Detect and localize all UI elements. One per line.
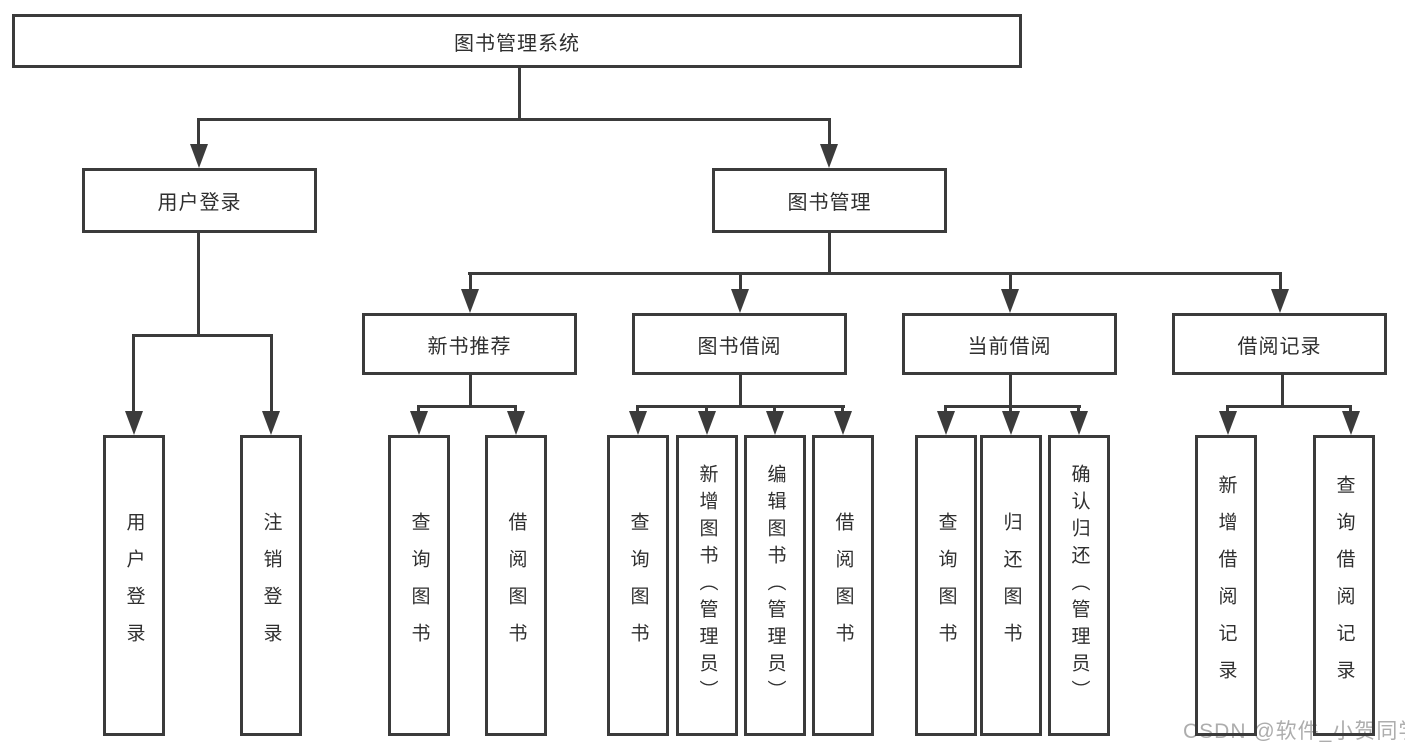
leaf-label: 编辑图书（管理员） (764, 464, 786, 707)
node-book-management: 图书管理 (712, 168, 947, 233)
leaf-query-books-1: 查询图书 (388, 435, 450, 736)
connector-line (828, 118, 831, 146)
node-library-system: 图书管理系统 (12, 14, 1022, 68)
leaf-label: 确认归还（管理员） (1068, 464, 1090, 707)
node-borrow-records: 借阅记录 (1172, 313, 1387, 375)
connector-line (1281, 375, 1284, 407)
connector-line (1009, 272, 1012, 291)
connector-line (1226, 405, 1229, 415)
connector-line (468, 272, 1282, 275)
leaf-label: 借阅图书 (505, 511, 527, 660)
node-user-login: 用户登录 (82, 168, 317, 233)
arrow-down-icon (1002, 411, 1020, 435)
node-label: 图书管理 (787, 192, 872, 214)
connector-line (739, 375, 742, 407)
leaf-label: 查询图书 (627, 511, 649, 660)
leaf-add-borrow-record: 新增借阅记录 (1195, 435, 1257, 736)
node-new-book-recommend: 新书推荐 (362, 313, 577, 375)
leaf-edit-book-admin: 编辑图书（管理员） (744, 435, 806, 736)
leaf-label: 新增图书（管理员） (696, 464, 718, 707)
leaf-label: 注销登录 (260, 511, 282, 660)
connector-line (132, 334, 135, 413)
arrow-down-icon (731, 289, 749, 313)
connector-line (1279, 272, 1282, 291)
leaf-add-book-admin: 新增图书（管理员） (676, 435, 738, 736)
connector-line (469, 272, 472, 291)
connector-line (1349, 405, 1352, 415)
connector-line (773, 405, 776, 415)
connector-line (1009, 405, 1012, 415)
arrow-down-icon (461, 289, 479, 313)
leaf-label: 查询借阅记录 (1333, 474, 1355, 697)
arrow-down-icon (507, 411, 525, 435)
connector-line (636, 405, 639, 415)
connector-line (469, 375, 472, 407)
leaf-label: 查询图书 (408, 511, 430, 660)
node-label: 新书推荐 (427, 335, 512, 358)
node-book-borrow: 图书借阅 (632, 313, 847, 375)
connector-line (270, 334, 273, 413)
connector-line (417, 405, 517, 408)
leaf-label: 借阅图书 (832, 511, 854, 660)
node-label: 借阅记录 (1237, 335, 1322, 358)
leaf-confirm-return-admin: 确认归还（管理员） (1048, 435, 1110, 736)
connector-line (197, 233, 200, 336)
arrow-down-icon (1219, 411, 1237, 435)
connector-line (705, 405, 708, 415)
connector-line (197, 118, 831, 121)
connector-line (1009, 375, 1012, 407)
arrow-down-icon (1271, 289, 1289, 313)
connector-line (518, 68, 521, 120)
csdn-watermark: CSDN @软件_小贺同学 (1183, 720, 1405, 743)
connector-line (739, 272, 742, 291)
arrow-down-icon (262, 411, 280, 435)
leaf-borrow-books-1: 借阅图书 (485, 435, 547, 736)
leaf-query-borrow-record: 查询借阅记录 (1313, 435, 1375, 736)
leaf-query-books-3: 查询图书 (915, 435, 977, 736)
connector-line (514, 405, 517, 415)
connector-line (944, 405, 1081, 408)
arrow-down-icon (190, 144, 208, 168)
connector-line (1077, 405, 1080, 415)
connector-line (1226, 405, 1352, 408)
leaf-label: 归还图书 (1000, 511, 1022, 660)
leaf-label: 新增借阅记录 (1215, 474, 1237, 697)
connector-line (828, 233, 831, 274)
leaf-query-books-2: 查询图书 (607, 435, 669, 736)
node-label: 图书借阅 (697, 335, 782, 358)
arrow-down-icon (937, 411, 955, 435)
arrow-down-icon (1001, 289, 1019, 313)
connector-line (197, 118, 200, 146)
arrow-down-icon (820, 144, 838, 168)
connector-line (944, 405, 947, 415)
arrow-down-icon (1342, 411, 1360, 435)
arrow-down-icon (629, 411, 647, 435)
node-label: 当前借阅 (967, 335, 1052, 358)
connector-line (132, 334, 273, 337)
node-label: 图书管理系统 (454, 32, 580, 55)
leaf-label: 用户登录 (123, 511, 145, 660)
connector-line (841, 405, 844, 415)
arrow-down-icon (1070, 411, 1088, 435)
leaf-return-books: 归还图书 (980, 435, 1042, 736)
leaf-label: 查询图书 (935, 511, 957, 660)
arrow-down-icon (834, 411, 852, 435)
arrow-down-icon (766, 411, 784, 435)
arrow-down-icon (125, 411, 143, 435)
connector-line (417, 405, 420, 415)
connector-line (636, 405, 845, 408)
node-label: 用户登录 (157, 192, 242, 214)
arrow-down-icon (410, 411, 428, 435)
arrow-down-icon (698, 411, 716, 435)
node-current-borrow: 当前借阅 (902, 313, 1117, 375)
leaf-borrow-books-2: 借阅图书 (812, 435, 874, 736)
leaf-user-login: 用户登录 (103, 435, 165, 736)
leaf-logout: 注销登录 (240, 435, 302, 736)
